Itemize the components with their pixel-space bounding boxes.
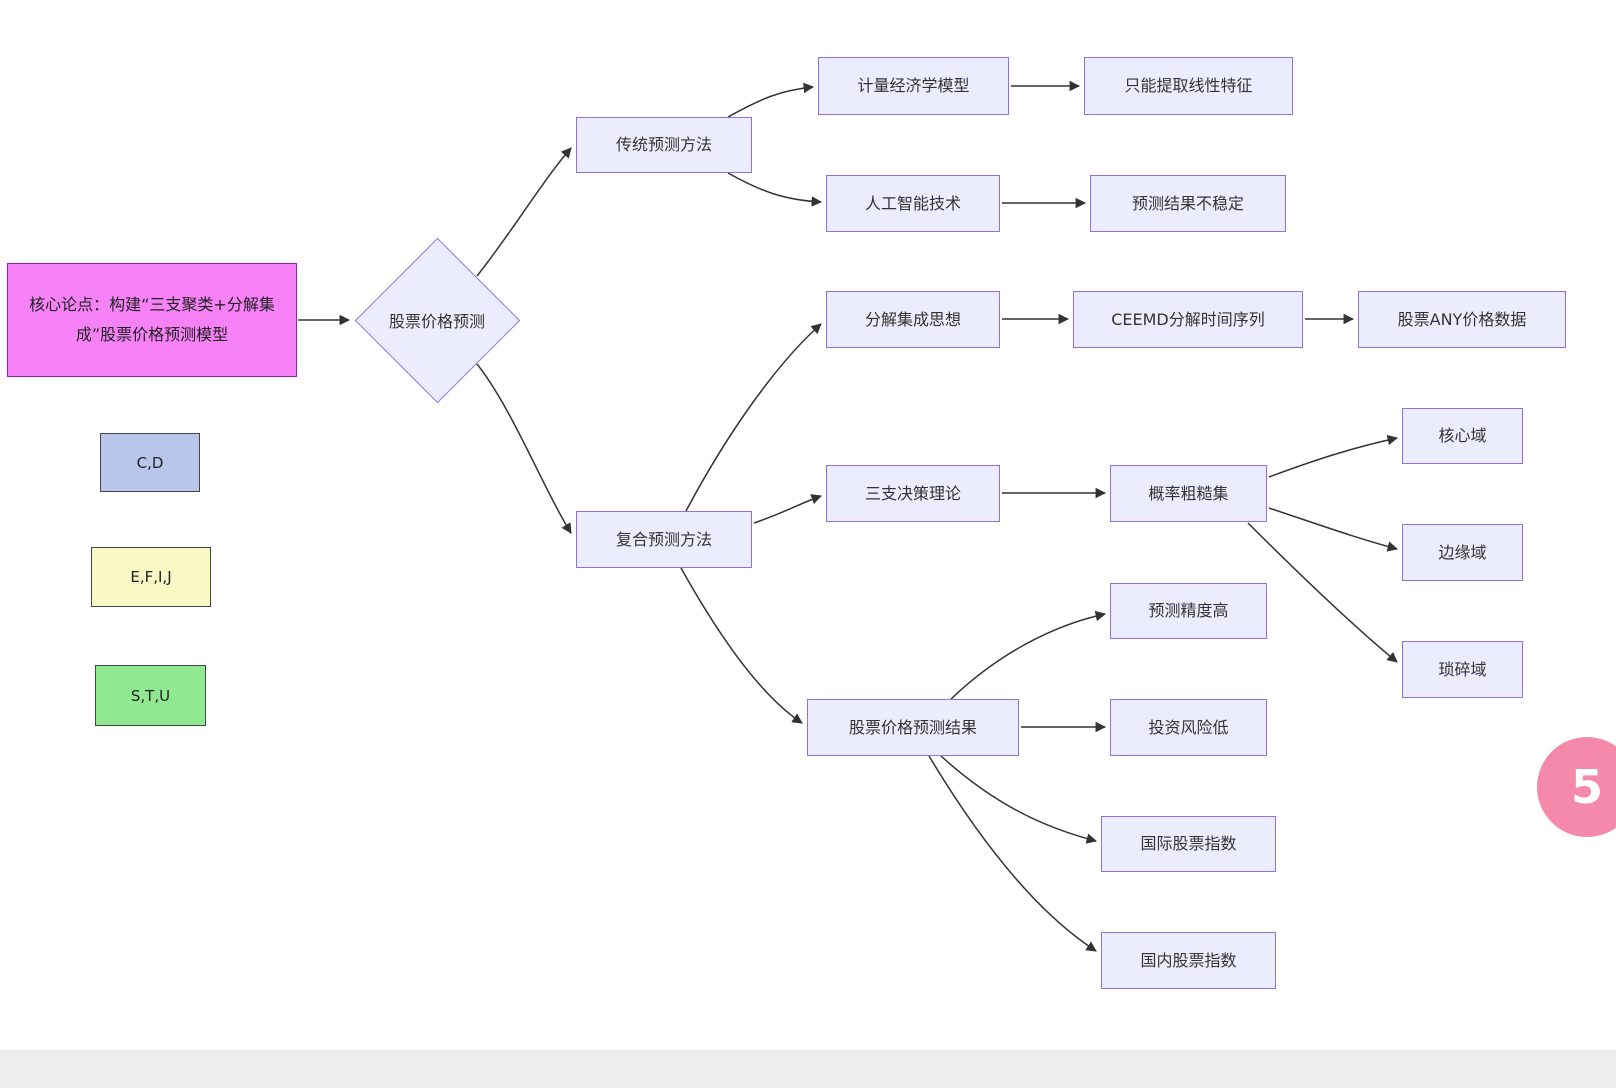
node-stock-price-prediction-result[interactable]: 股票价格预测结果 xyxy=(807,699,1019,756)
node-boundary-domain[interactable]: 边缘域 xyxy=(1402,524,1523,581)
edge-traditional-ai xyxy=(727,172,823,207)
node-international-stock-index[interactable]: 国际股票指数 xyxy=(1101,816,1276,872)
floating-badge[interactable]: 5 xyxy=(1537,737,1616,837)
node-stock-price-prediction[interactable]: 股票价格预测 xyxy=(354,237,520,403)
node-low-investment-risk[interactable]: 投资风险低 xyxy=(1110,699,1267,756)
edge-composite-result xyxy=(680,567,803,724)
node-probabilistic-rough-set[interactable]: 概率粗糙集 xyxy=(1110,465,1267,522)
edge-roughset-boundary xyxy=(1268,507,1399,552)
node-ceemd-time-series[interactable]: CEEMD分解时间序列 xyxy=(1073,291,1303,348)
node-econometric-model[interactable]: 计量经济学模型 xyxy=(818,57,1009,115)
node-trivial-domain[interactable]: 琐碎域 xyxy=(1402,641,1523,698)
edge-roughset-core xyxy=(1268,434,1399,478)
node-composite-forecast-methods[interactable]: 复合预测方法 xyxy=(576,511,752,568)
edge-result-international xyxy=(940,755,1098,844)
node-stock-any-price-data[interactable]: 股票ANY价格数据 xyxy=(1358,291,1566,348)
node-only-linear-features[interactable]: 只能提取线性特征 xyxy=(1084,57,1293,115)
bottom-bar xyxy=(0,1050,1616,1088)
node-core-domain[interactable]: 核心域 xyxy=(1402,408,1523,464)
edge-roughset-trivial xyxy=(1247,522,1398,663)
edge-composite-threeway xyxy=(753,494,822,524)
edge-result-accuracy xyxy=(950,610,1107,700)
node-traditional-forecast-methods[interactable]: 传统预测方法 xyxy=(576,117,752,173)
node-unstable-results[interactable]: 预测结果不稳定 xyxy=(1090,175,1286,232)
edge-result-domestic xyxy=(928,755,1097,952)
node-label: 股票价格预测 xyxy=(388,312,485,331)
floating-badge-label: 5 xyxy=(1570,760,1603,814)
edge-composite-decomposition xyxy=(685,323,822,512)
legend-item-stu: S,T,U xyxy=(95,665,206,726)
edge-diamond-traditional xyxy=(476,147,572,277)
legend-item-efij: E,F,I,J xyxy=(91,547,211,607)
node-core-thesis[interactable]: 核心论点：构建“三支聚类+分解集成”股票价格预测模型 xyxy=(7,263,297,377)
node-domestic-stock-index[interactable]: 国内股票指数 xyxy=(1101,932,1276,989)
edge-traditional-econometric xyxy=(727,82,815,118)
node-ai-technology[interactable]: 人工智能技术 xyxy=(826,175,1000,232)
node-decomposition-ensemble-idea[interactable]: 分解集成思想 xyxy=(826,291,1000,348)
legend-item-cd: C,D xyxy=(100,433,200,492)
node-high-accuracy[interactable]: 预测精度高 xyxy=(1110,583,1267,639)
node-three-way-decision-theory[interactable]: 三支决策理论 xyxy=(826,465,1000,522)
edge-diamond-composite xyxy=(476,363,572,534)
